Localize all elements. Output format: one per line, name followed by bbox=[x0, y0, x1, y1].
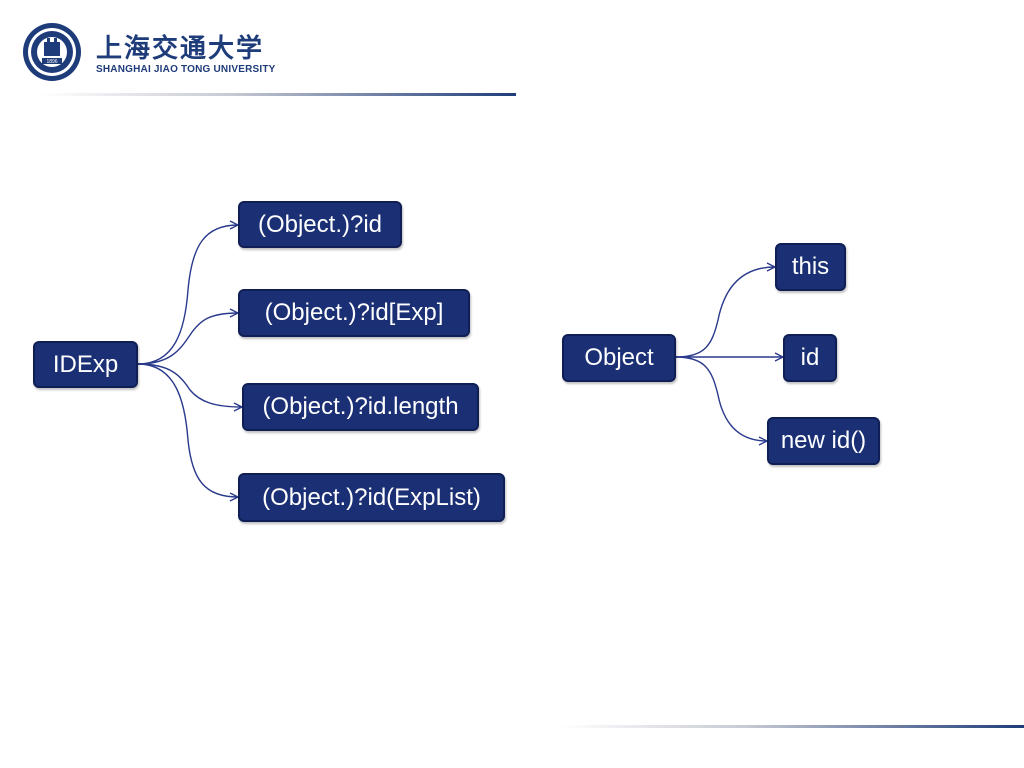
node-idexp: IDExp bbox=[33, 341, 138, 388]
node-new-id: new id() bbox=[767, 417, 880, 465]
node-id: id bbox=[783, 334, 837, 382]
edge-idexp-4 bbox=[137, 363, 238, 497]
logo-english-name: SHANGHAI JIAO TONG UNIVERSITY bbox=[96, 64, 276, 75]
node-object: Object bbox=[562, 334, 676, 382]
edge-object-3 bbox=[675, 356, 767, 441]
node-object-id-length: (Object.)?id.length bbox=[242, 383, 479, 431]
edge-object-1 bbox=[675, 267, 775, 358]
edge-idexp-2 bbox=[137, 313, 238, 365]
logo-chinese-name: 上海交通大学 bbox=[96, 34, 265, 64]
footer-divider bbox=[560, 725, 1024, 728]
node-object-id-explist: (Object.)?id(ExpList) bbox=[238, 473, 505, 522]
edge-idexp-1 bbox=[137, 225, 238, 365]
node-object-id: (Object.)?id bbox=[238, 201, 402, 248]
seal-year: 1896 bbox=[46, 59, 57, 65]
node-object-id-exp: (Object.)?id[Exp] bbox=[238, 289, 470, 337]
header-divider bbox=[40, 93, 516, 96]
node-this: this bbox=[775, 243, 846, 291]
edge-idexp-3 bbox=[137, 363, 242, 407]
university-seal-icon: 1896 bbox=[23, 23, 81, 81]
